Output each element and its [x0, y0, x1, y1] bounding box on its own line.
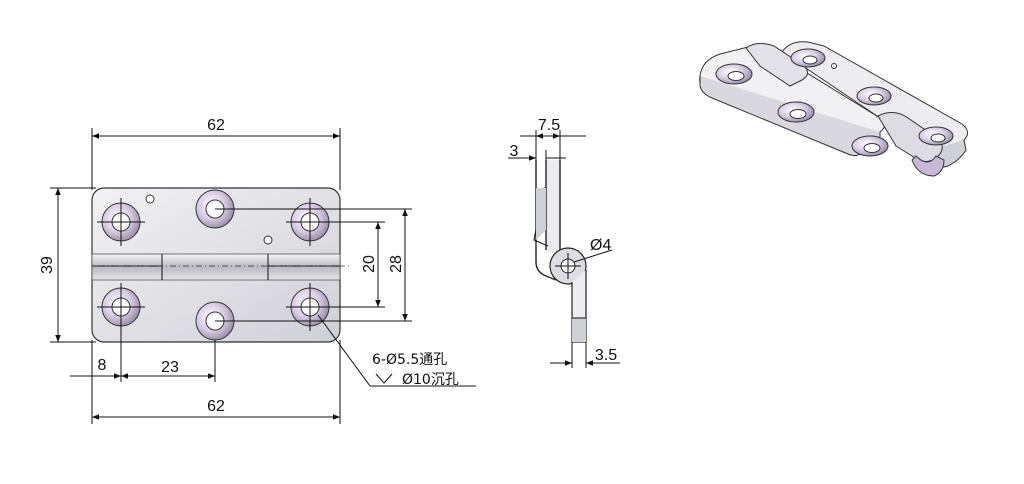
dim-pin-diameter: Ø4	[590, 237, 611, 254]
iso-hole-icon	[790, 48, 826, 68]
hole-note-through: 6-Ø5.5通孔	[372, 352, 447, 368]
iso-hole-icon	[851, 135, 889, 157]
small-hole-icon	[145, 194, 155, 204]
front-view: 62 39 20 28 8 23 62 6-Ø5.5通孔 Ø10沉孔	[39, 117, 476, 424]
iso-hole-icon	[715, 63, 753, 85]
isometric-view	[699, 41, 968, 177]
dim-bottom-leaf-thickness: 3.5	[595, 347, 617, 364]
iso-hole-icon	[856, 86, 892, 106]
side-view: 7.5 3 Ø4 3.5	[508, 117, 620, 368]
dim-width-bottom: 62	[207, 398, 225, 415]
iso-small-hole-icon	[831, 63, 837, 69]
dim-width-top: 62	[207, 117, 225, 134]
iso-knuckle-end	[911, 155, 945, 177]
dim-leaf-thickness: 3	[510, 143, 519, 160]
side-upper-leaf	[536, 160, 560, 252]
counterbore-hole	[97, 198, 145, 246]
dim-hole-pitch: 23	[161, 359, 179, 376]
small-hole-icon	[263, 235, 273, 245]
knuckle-strip	[91, 253, 341, 281]
hole-note-counterbore: Ø10沉孔	[402, 372, 459, 388]
dim-hole-spacing-28: 28	[388, 255, 405, 273]
dim-hole-spacing-20: 20	[361, 255, 378, 273]
iso-hole-icon	[918, 126, 954, 146]
dim-height: 39	[39, 256, 56, 274]
iso-hole-icon	[777, 101, 815, 123]
dim-edge-offset: 8	[98, 357, 107, 374]
dim-overall-thickness: 7.5	[538, 117, 560, 134]
countersink-symbol-icon	[375, 373, 393, 384]
